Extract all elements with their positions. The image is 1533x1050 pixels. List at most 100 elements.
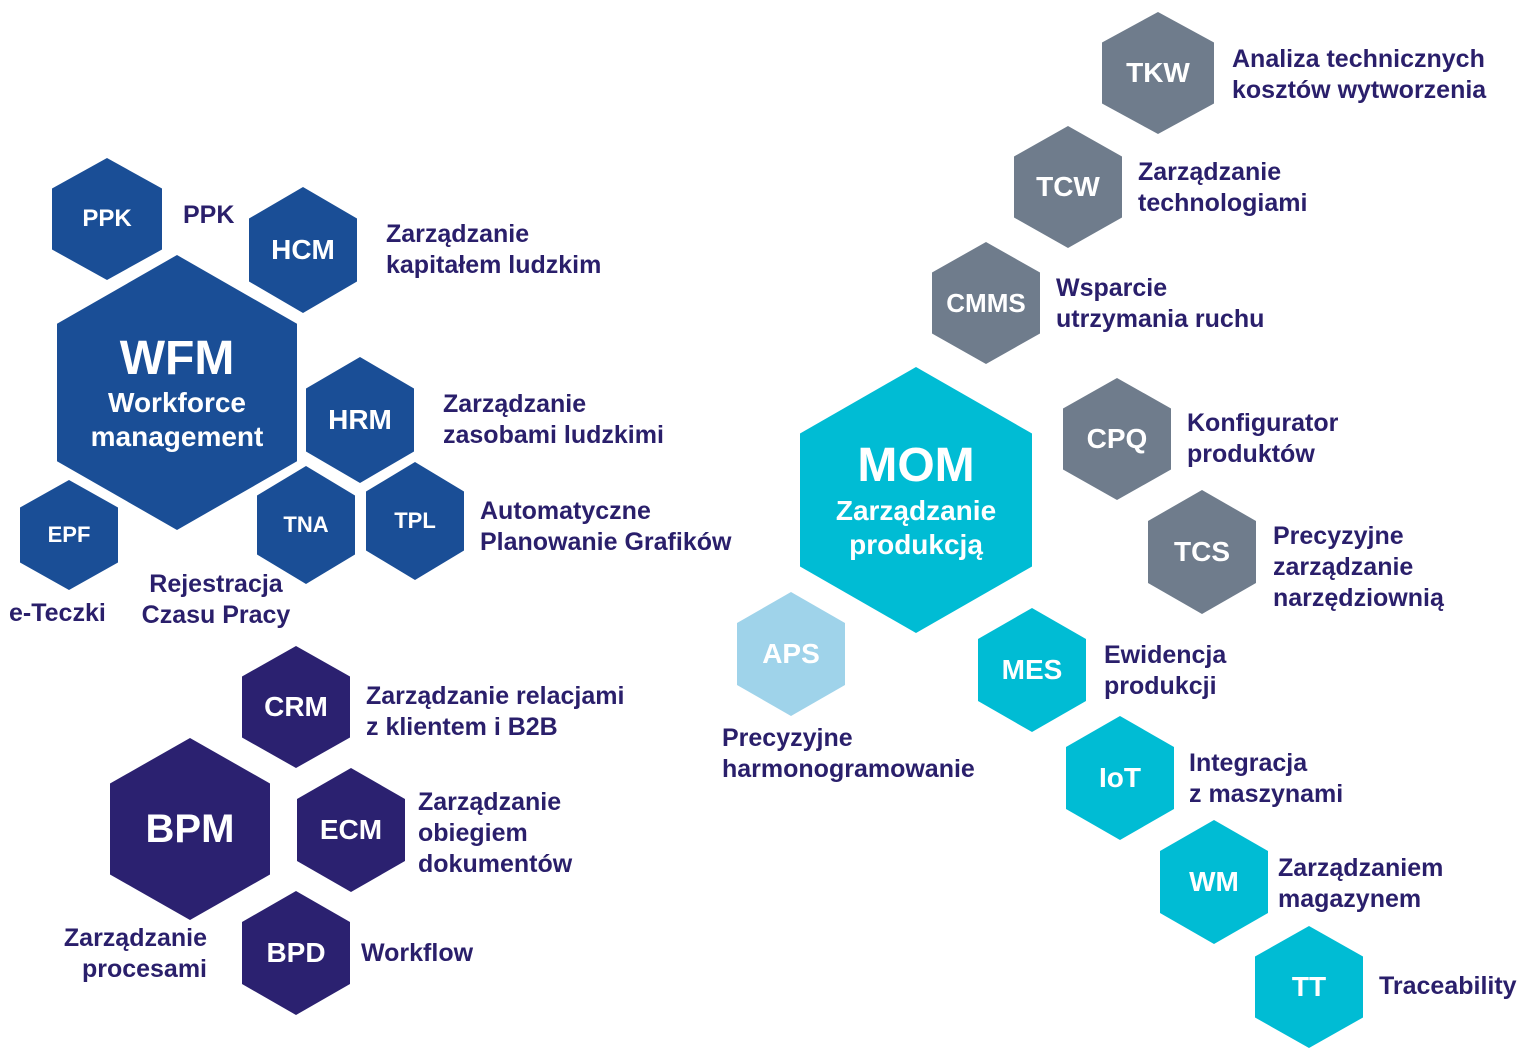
ecm-label: Zarządzanie obiegiem dokumentów [418,787,572,880]
tkw-hexagon: TKW [1102,12,1214,134]
hcm-code: HCM [271,234,335,265]
aps-label-line1: Precyzyjne [722,724,853,752]
bpm-label-line2: procesami [81,955,207,983]
mom-code: MOM [857,439,975,492]
tpl-label: Automatyczne Planowanie Grafików [480,496,731,558]
cmms-label-line1: Wsparcie [1056,274,1168,302]
crm-label-line1: Zarządzanie relacjami [366,682,625,710]
mom-hexagon: MOM Zarządzanie produkcją [800,367,1032,633]
bpm-code: BPM [145,806,235,851]
crm-code: CRM [264,691,328,722]
cmms-hexagon: CMMS [932,242,1040,364]
crm-label-line2: z klientem i B2B [366,713,558,741]
cmms-code: CMMS [946,287,1026,318]
bpd-label-text: Workflow [361,939,474,967]
iot-code: IoT [1099,762,1141,793]
tcw-label-line2: technologiami [1138,189,1308,217]
epf-hexagon: EPF [20,480,118,590]
ecm-label-line2: obiegiem [418,819,528,847]
tcs-label-line2: zarządzanie [1273,553,1414,581]
tna-code: TNA [283,512,329,537]
ppk-code: PPK [82,205,132,232]
wm-label: Zarządzaniem magazynem [1278,853,1443,915]
hcm-label-line2: kapitałem ludzkim [386,251,602,279]
crm-hexagon: CRM [242,646,350,768]
iot-label: Integracja z maszynami [1189,748,1343,810]
tt-label: Traceability [1379,971,1517,1002]
tna-hexagon: TNA [257,466,355,584]
ppk-label: PPK [183,200,234,231]
wfm-hexagon: WFM Workforce management [57,255,297,530]
tcw-hexagon: TCW [1014,126,1122,248]
hrm-label-line2: zasobami ludzkimi [443,421,664,449]
ecm-label-line3: dokumentów [418,850,573,878]
bpd-hexagon: BPD [242,891,350,1015]
tna-label-line1: Rejestracja [149,570,283,598]
cmms-label-line2: utrzymania ruchu [1056,305,1265,333]
wm-label-line2: magazynem [1278,885,1422,913]
tna-label-line2: Czasu Pracy [141,601,291,629]
ecm-label-line1: Zarządzanie [418,788,562,816]
tcw-code: TCW [1036,171,1100,202]
tcw-label: Zarządzanie technologiami [1138,157,1307,219]
tpl-code: TPL [394,508,436,533]
tpl-hexagon: TPL [366,462,464,580]
bpd-code: BPD [266,937,326,968]
cpq-code: CPQ [1086,423,1148,454]
bpm-hexagon: BPM [110,738,270,920]
cmms-label: Wsparcie utrzymania ruchu [1056,273,1264,335]
epf-code: EPF [47,522,91,547]
mom-title-line1: Zarządzanie [835,495,997,526]
hrm-label-line1: Zarządzanie [443,390,587,418]
iot-label-line2: z maszynami [1189,780,1344,808]
tkw-label-line1: Analiza technicznych [1232,45,1485,73]
tt-hexagon: TT [1255,926,1363,1048]
wm-hexagon: WM [1160,820,1268,944]
mes-label-line1: Ewidencja [1104,641,1227,669]
aps-hexagon: APS [737,592,845,716]
tcw-label-line1: Zarządzanie [1138,158,1282,186]
cpq-hexagon: CPQ [1063,378,1171,500]
tpl-label-line1: Automatyczne [480,497,651,525]
bpm-label-line1: Zarządzanie [63,924,207,952]
mes-hexagon: MES [978,608,1086,732]
tpl-label-line2: Planowanie Grafików [480,528,732,556]
bpm-label: Zarządzanie procesami [0,923,207,985]
iot-hexagon: IoT [1066,716,1174,840]
wfm-title-line1: Workforce [108,386,246,418]
tcs-code: TCS [1174,536,1230,567]
mom-title-line2: produkcją [849,529,983,560]
hrm-code: HRM [328,404,392,435]
tcs-label-line1: Precyzyjne [1273,522,1404,550]
aps-label: Precyzyjne harmonogramowanie [722,723,975,785]
hcm-label: Zarządzanie kapitałem ludzkim [386,219,601,281]
wm-code: WM [1189,866,1239,897]
tt-code: TT [1291,971,1327,1002]
crm-label: Zarządzanie relacjami z klientem i B2B [366,681,624,743]
epf-label: e-Teczki [9,598,106,629]
hcm-hexagon: HCM [249,187,357,313]
aps-code: APS [762,638,820,669]
tkw-label: Analiza technicznych kosztów wytworzenia [1232,44,1486,106]
ecm-code: ECM [319,814,383,845]
wfm-code: WFM [119,331,235,385]
tcs-label-line3: narzędziownią [1273,584,1444,612]
iot-label-line1: Integracja [1189,749,1308,777]
cpq-label: Konfigurator produktów [1187,408,1338,470]
cpq-label-line1: Konfigurator [1187,409,1339,437]
ppk-label-text: PPK [183,201,235,229]
hrm-label: Zarządzanie zasobami ludzkimi [443,389,664,451]
hrm-hexagon: HRM [306,357,414,483]
ppk-hexagon: PPK [52,158,162,280]
hcm-label-line1: Zarządzanie [386,220,530,248]
cpq-label-line2: produktów [1187,440,1315,468]
ecm-hexagon: ECM [297,768,405,892]
epf-label-text: e-Teczki [9,599,106,627]
tcs-hexagon: TCS [1148,490,1256,614]
tcs-label: Precyzyjne zarządzanie narzędziownią [1273,521,1444,614]
aps-label-line2: harmonogramowanie [722,755,975,783]
wm-label-line1: Zarządzaniem [1278,854,1444,882]
mes-label-line2: produkcji [1104,672,1217,700]
tna-label: Rejestracja Czasu Pracy [130,569,302,631]
wfm-title-line2: management [90,420,264,452]
